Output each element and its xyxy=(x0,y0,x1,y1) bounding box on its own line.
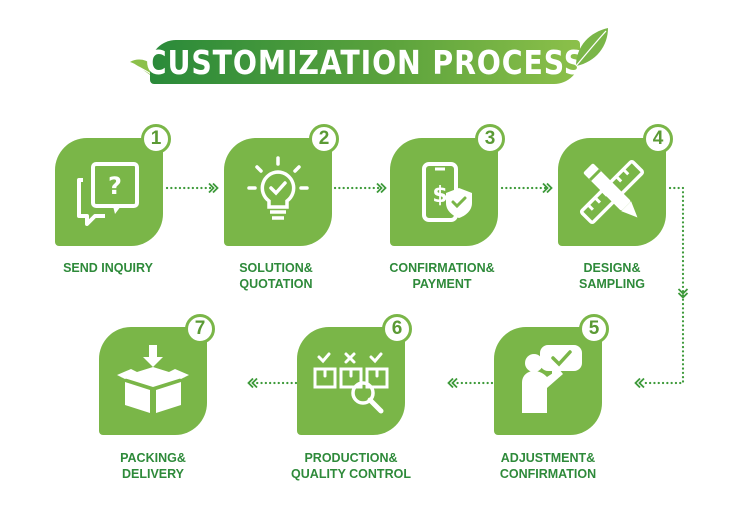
step-badge-2: 2 xyxy=(309,124,339,154)
step-label-5: ADJUSTMENT& CONFIRMATION xyxy=(468,450,628,482)
step-label-3: CONFIRMATION& PAYMENT xyxy=(362,260,522,292)
step-card-7 xyxy=(99,327,207,435)
svg-text:?: ? xyxy=(108,172,122,200)
question-chat-icon: ? xyxy=(77,162,139,226)
step-badge-7: 7 xyxy=(185,314,215,344)
step-card-3: $ xyxy=(390,138,498,246)
step-label-line: SAMPLING xyxy=(579,277,645,291)
leaf-right-icon xyxy=(575,28,608,67)
step-card-4 xyxy=(558,138,666,246)
step-card-5 xyxy=(494,327,602,435)
step-label-line: DESIGN& xyxy=(583,261,641,275)
phone-payment-icon: $ xyxy=(422,162,472,222)
step-badge-1: 1 xyxy=(141,124,171,154)
person-approval-icon xyxy=(522,345,582,413)
step-label-6: PRODUCTION& QUALITY CONTROL xyxy=(271,450,431,482)
step-label-4: DESIGN& SAMPLING xyxy=(532,260,692,292)
step-label-line: PACKING& xyxy=(120,451,186,465)
step-badge-3: 3 xyxy=(475,124,505,154)
box-download-icon xyxy=(117,345,189,413)
pencil-ruler-icon xyxy=(579,159,645,225)
step-label-2: SOLUTION& QUOTATION xyxy=(196,260,356,292)
step-label-line: QUALITY CONTROL xyxy=(291,467,411,481)
lightbulb-check-icon xyxy=(247,156,309,220)
step-label-1: SEND INQUIRY xyxy=(28,260,188,276)
step-badge-4: 4 xyxy=(643,124,673,154)
boxes-inspection-icon xyxy=(313,352,389,414)
step-label-line: PRODUCTION& xyxy=(304,451,398,465)
step-label-line: SOLUTION& xyxy=(239,261,313,275)
step-label-line: ADJUSTMENT& xyxy=(500,451,596,465)
step-label-line: PAYMENT xyxy=(412,277,472,291)
step-badge-6: 6 xyxy=(382,314,412,344)
step-card-6 xyxy=(297,327,405,435)
title-banner: CUSTOMIZATION PROCESS xyxy=(145,40,584,84)
svg-text:$: $ xyxy=(432,183,447,208)
step-label-7: PACKING& DELIVERY xyxy=(73,450,233,482)
step-label-line: CONFIRMATION xyxy=(499,467,597,481)
step-label-line: DELIVERY xyxy=(121,467,185,481)
step-card-1: ? xyxy=(55,138,163,246)
step-label-line: SEND INQUIRY xyxy=(63,261,153,275)
step-label-line: CONFIRMATION& xyxy=(389,261,495,275)
step-card-2 xyxy=(224,138,332,246)
step-label-line: QUOTATION xyxy=(239,277,313,291)
page-title: CUSTOMIZATION PROCESS xyxy=(145,42,585,82)
step-badge-5: 5 xyxy=(579,314,609,344)
